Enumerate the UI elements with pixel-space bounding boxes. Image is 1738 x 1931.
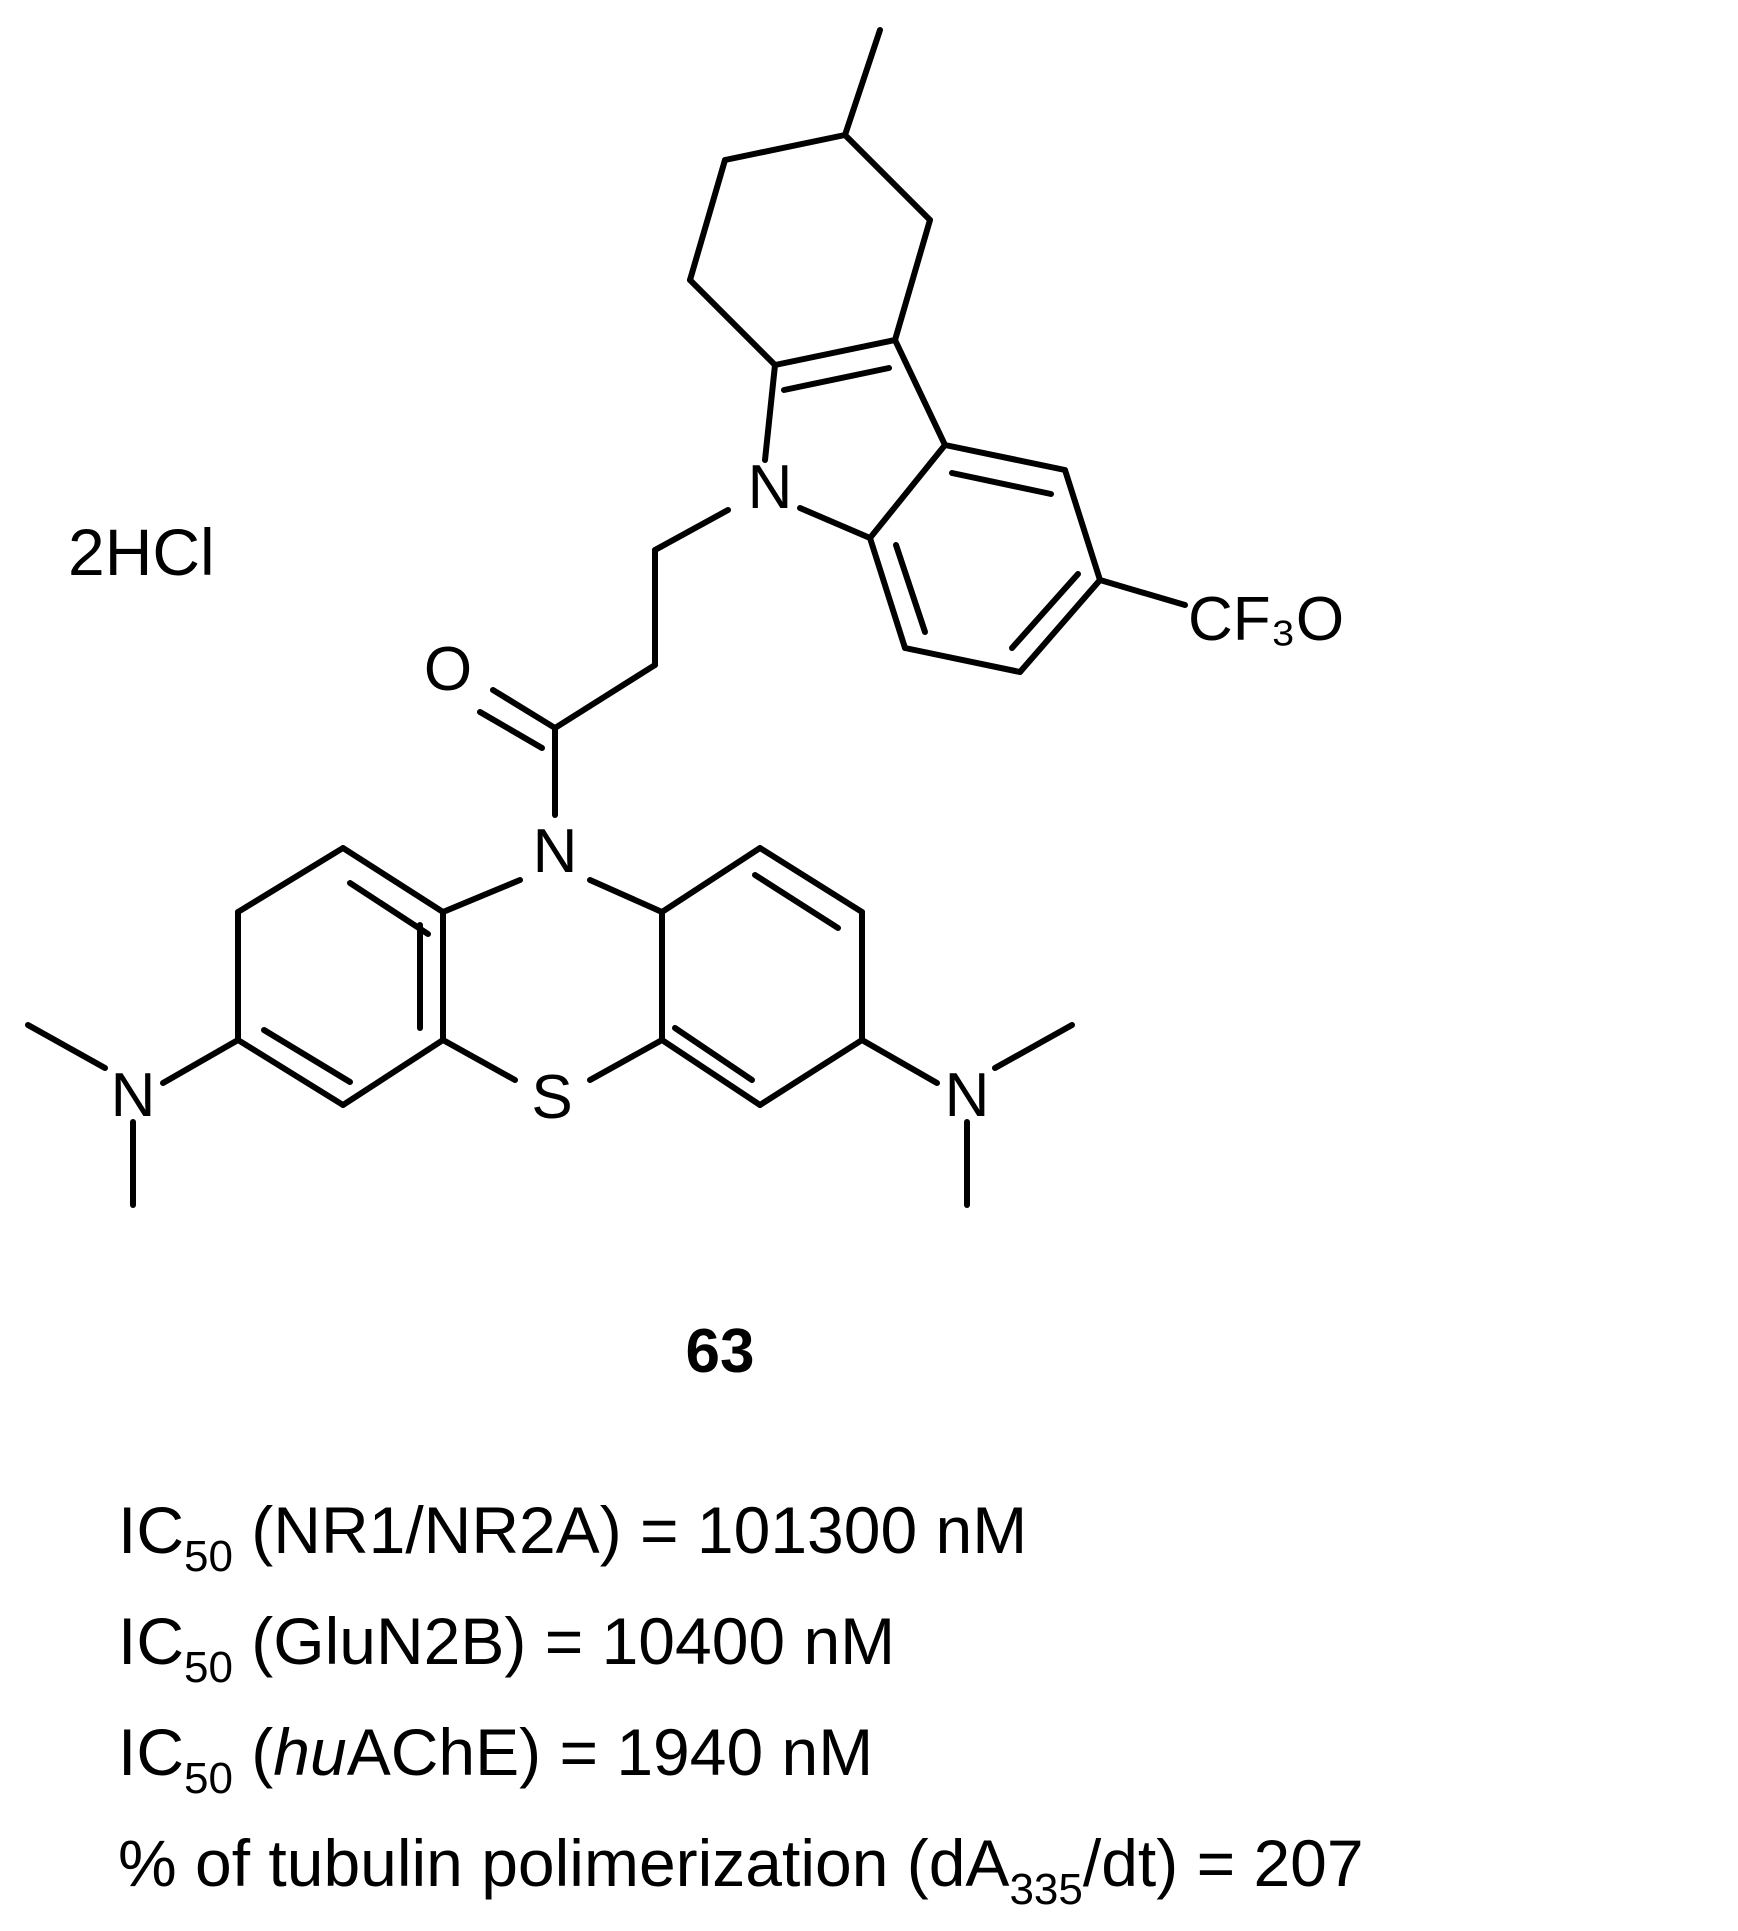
activity-prefix: IC bbox=[118, 1493, 184, 1567]
activity-line-glun2b: IC50 (GluN2B) = 10400 nM bbox=[118, 1608, 895, 1690]
activity-italic: hu bbox=[273, 1715, 347, 1789]
activity-subscript: 50 bbox=[184, 1532, 233, 1581]
activity-target: NR1/NR2A bbox=[273, 1493, 600, 1567]
activity-value: ) = 101300 nM bbox=[599, 1493, 1028, 1567]
activity-open: ( bbox=[232, 1493, 274, 1567]
activity-prefix: IC bbox=[118, 1604, 184, 1678]
left-dimethylamino-nitrogen-atom: N bbox=[111, 1061, 156, 1130]
phenothiazine-sulfur-atom: S bbox=[531, 1063, 572, 1132]
activity-target: GluN2B bbox=[273, 1604, 505, 1678]
carbonyl-oxygen-atom: O bbox=[424, 635, 472, 704]
activity-value: ) = 10400 nM bbox=[504, 1604, 896, 1678]
activity-value: /dt) = 207 bbox=[1082, 1826, 1364, 1900]
right-dimethylamino-nitrogen-atom: N bbox=[945, 1061, 990, 1130]
activity-line-huache: IC50 (huAChE) = 1940 nM bbox=[118, 1719, 873, 1801]
bonds bbox=[25, 27, 1188, 1208]
compound-number: 63 bbox=[686, 1317, 755, 1386]
atom-labels: N CF₃O O N S N N 2HCl 63 bbox=[68, 453, 1344, 1386]
activity-open: ( bbox=[232, 1715, 274, 1789]
activity-prefix: IC bbox=[118, 1715, 184, 1789]
activity-line-tubulin: % of tubulin polimerization (dA335/dt) =… bbox=[118, 1830, 1364, 1912]
salt-label: 2HCl bbox=[68, 515, 215, 589]
activity-prefix: % of tubulin polimerization (dA bbox=[118, 1826, 1010, 1900]
activity-line-nr1-nr2a: IC50 (NR1/NR2A) = 101300 nM bbox=[118, 1497, 1027, 1579]
activity-subscript: 335 bbox=[1009, 1865, 1083, 1914]
activity-open: ( bbox=[232, 1604, 274, 1678]
activity-target: AChE bbox=[346, 1715, 520, 1789]
phenothiazine-nitrogen-atom: N bbox=[533, 817, 578, 886]
activity-subscript: 50 bbox=[184, 1643, 233, 1692]
activity-value: ) = 1940 nM bbox=[519, 1715, 874, 1789]
activity-subscript: 50 bbox=[184, 1754, 233, 1803]
carbazole-nitrogen-atom: N bbox=[748, 453, 793, 522]
cf3o-group-label: CF₃O bbox=[1188, 585, 1344, 654]
